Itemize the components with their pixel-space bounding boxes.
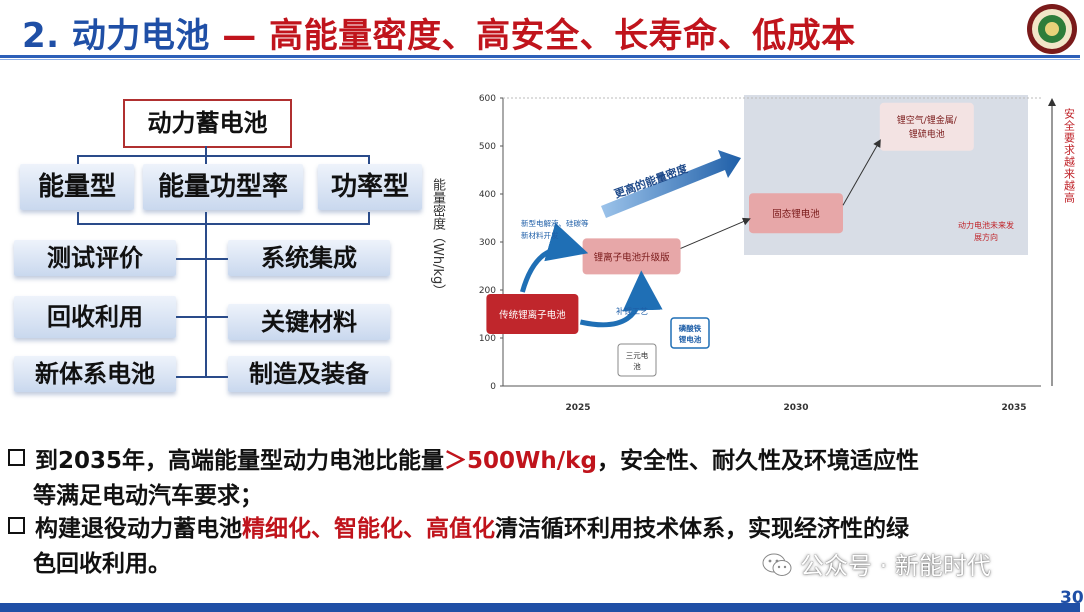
y-tick-label: 600: [479, 94, 496, 104]
x-tick-label: 2030: [783, 403, 808, 413]
connector: [205, 146, 207, 156]
tree-leaf-recycle: 回收利用: [14, 296, 176, 338]
y-tick-label: 200: [479, 286, 496, 296]
x-tick-label: 2035: [1001, 403, 1026, 413]
ncm-label-2: 池: [633, 361, 641, 371]
title-dash: —: [209, 16, 270, 56]
connector: [368, 155, 370, 165]
footer-bar: [0, 603, 1080, 612]
annotation-process: 补锂工艺: [616, 306, 648, 316]
wechat-icon: [762, 553, 792, 576]
ncm-label: 三元电: [626, 350, 649, 360]
bullet-1-highlight: ＞500Wh/kg: [444, 448, 597, 474]
annotation-new-material: 新型电解液、硅碳等: [521, 218, 589, 228]
connector: [205, 155, 207, 165]
chart-y-axis-label: 能量密度（Wh/kg）: [430, 178, 445, 298]
connector: [77, 155, 79, 165]
header-rule-thin: [0, 59, 1080, 60]
title-main: 2. 动力电池: [22, 16, 210, 56]
node-li-air-metal-sulfur: [879, 102, 974, 151]
lfp-label-2: 锂电池: [679, 334, 702, 344]
connector: [175, 258, 230, 260]
bullet-2-line2: 色回收利用。: [33, 551, 171, 577]
annotation-new-material-2: 新材料开发: [521, 230, 559, 240]
node-li-air-metal-sulfur-label: 锂硫电池: [909, 128, 945, 140]
connector: [368, 212, 370, 224]
bullet-1-text: 到2035年，高端能量型动力电池比能量: [35, 448, 445, 474]
tree-leaf-manufacturing: 制造及装备: [228, 356, 390, 392]
tree-leaf-new-system: 新体系电池: [14, 356, 176, 392]
node-li-ion-upgrade: [582, 238, 681, 275]
ncm-box: [617, 343, 657, 377]
transition-arrow: [680, 217, 751, 249]
y-tick-label: 300: [479, 238, 496, 248]
header-rule: [0, 55, 1080, 58]
node-traditional-li-ion-label: 传统锂离子电池: [499, 309, 566, 321]
node-solid-state: [749, 193, 843, 234]
watermark: 公众号 · 新能时代: [762, 546, 991, 581]
tree-node-energy-power: 能量功型率: [143, 164, 303, 210]
title-rest: 高能量密度、高安全、长寿命、低成本: [269, 16, 856, 56]
y-tick-label: 500: [479, 142, 496, 152]
y-tick-label: 100: [479, 334, 496, 344]
bullet-box-icon: [8, 449, 25, 466]
curved-arrow-upper: [519, 222, 589, 293]
tree-root: 动力蓄电池: [123, 99, 292, 148]
bullet-1-text-2: ，安全性、耐久性及环境适应性: [596, 448, 919, 474]
bullet-2: 构建退役动力蓄电池精细化、智能化、高值化清洁循环利用技术体系，实现经济性的绿: [8, 509, 909, 543]
x-tick-label: 2025: [565, 403, 590, 413]
energy-density-chart: 0100200300400500600202520302035能量密度（Wh/k…: [479, 94, 1076, 413]
node-solid-state-label: 固态锂电池: [772, 208, 820, 220]
tree-leaf-key-materials: 关键材料: [228, 304, 390, 340]
connector: [77, 223, 370, 225]
bullet-2-text-2: 清洁循环利用技术体系，实现经济性的绿: [495, 516, 909, 542]
annotation-future-2: 展方向: [974, 232, 998, 242]
university-logo: [1027, 4, 1077, 54]
bullet-2-highlight: 精细化、智能化、高值化: [242, 516, 495, 542]
tree-node-energy: 能量型: [20, 164, 134, 210]
connector: [175, 316, 230, 318]
energy-density-arrow: [601, 150, 741, 218]
watermark-text: 公众号 · 新能时代: [800, 552, 991, 580]
lfp-label: 磷酸铁: [679, 323, 702, 333]
y-tick-label: 400: [479, 190, 496, 200]
tree-leaf-system-integration: 系统集成: [228, 240, 390, 276]
lfp-box: [670, 317, 710, 349]
y-tick-label: 0: [490, 382, 496, 392]
transition-arrow: [842, 139, 881, 206]
tree-node-power: 功率型: [318, 164, 422, 210]
connector: [175, 376, 230, 378]
node-li-air-metal-sulfur-label: 锂空气/锂金属/: [897, 114, 958, 126]
tree-leaf-test-eval: 测试评价: [14, 240, 176, 276]
connector: [77, 155, 370, 157]
curved-arrow-lower: [579, 270, 663, 328]
node-traditional-li-ion: [486, 294, 579, 334]
slide-title: 2. 动力电池 — 高能量密度、高安全、长寿命、低成本: [22, 8, 856, 57]
bullet-2-text: 构建退役动力蓄电池: [35, 516, 242, 542]
node-li-ion-upgrade-label: 锂离子电池升级版: [594, 251, 671, 263]
bullet-1: 到2035年，高端能量型动力电池比能量＞500Wh/kg，安全性、耐久性及环境适…: [8, 441, 919, 475]
bullet-box-icon: [8, 517, 25, 534]
bullet-1-line2: 等满足电动汽车要求；: [33, 483, 263, 509]
annotation-future: 动力电池未来发: [958, 220, 1014, 230]
safety-label: 安全要求越来越高: [1063, 107, 1076, 204]
connector-trunk: [205, 212, 207, 377]
connector: [77, 212, 79, 224]
